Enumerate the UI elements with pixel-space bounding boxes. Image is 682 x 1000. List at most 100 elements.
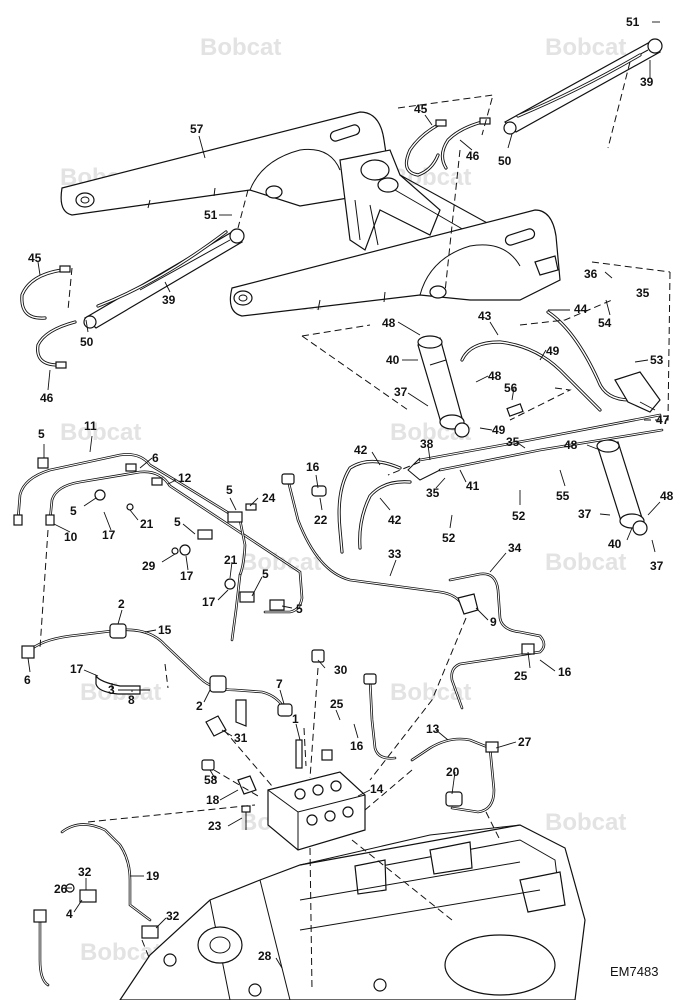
callout-1: 1 — [292, 712, 299, 726]
hoses-42 — [337, 459, 412, 554]
callout-40: 40 — [608, 537, 622, 551]
callout-44: 44 — [574, 302, 588, 316]
callout-48: 48 — [488, 369, 502, 383]
callout-49: 49 — [546, 344, 560, 358]
callout-5: 5 — [38, 427, 45, 441]
callout-41: 41 — [466, 479, 480, 493]
callout-16: 16 — [558, 665, 572, 679]
callout-54: 54 — [598, 316, 612, 330]
callout-34: 34 — [508, 541, 522, 555]
callout-51: 51 — [204, 208, 218, 222]
callout-10: 10 — [64, 530, 78, 544]
callout-15: 15 — [158, 623, 172, 637]
leader-lines — [27, 21, 661, 969]
tube-33-34 — [281, 473, 546, 710]
callout-33: 33 — [388, 547, 402, 561]
hoses-45-46-top — [404, 117, 491, 177]
callout-46: 46 — [40, 391, 54, 405]
callout-16: 16 — [306, 460, 320, 474]
callout-20: 20 — [446, 765, 460, 779]
callout-32: 32 — [166, 909, 180, 923]
callout-4: 4 — [66, 907, 73, 921]
callout-23: 23 — [208, 819, 222, 833]
callout-36: 36 — [584, 267, 598, 281]
callout-9: 9 — [490, 615, 497, 629]
callout-50: 50 — [498, 154, 512, 168]
watermark: Bobcat — [60, 419, 141, 446]
callout-45: 45 — [28, 251, 42, 265]
callout-42: 42 — [388, 513, 402, 527]
lift-arm-pivot — [339, 149, 501, 251]
callout-43: 43 — [478, 309, 492, 323]
callout-5: 5 — [226, 483, 233, 497]
callout-labels: 57 51 39 50 46 45 51 39 50 45 46 36 35 5… — [24, 15, 674, 963]
callout-35: 35 — [636, 286, 650, 300]
callout-39: 39 — [640, 75, 654, 89]
callout-6: 6 — [152, 451, 159, 465]
lift-cylinder-right — [503, 38, 663, 135]
control-valve — [201, 649, 366, 851]
callout-46: 46 — [466, 149, 480, 163]
callout-21: 21 — [224, 553, 238, 567]
callout-14: 14 — [370, 782, 384, 796]
callout-5: 5 — [262, 567, 269, 581]
callout-16: 16 — [350, 739, 364, 753]
callout-51: 51 — [626, 15, 640, 29]
callout-12: 12 — [178, 471, 192, 485]
callout-37: 37 — [578, 507, 592, 521]
callout-31: 31 — [234, 731, 248, 745]
callout-19: 19 — [146, 869, 160, 883]
callout-3: 3 — [108, 683, 115, 697]
callout-7: 7 — [276, 677, 283, 691]
tube-13 — [363, 673, 499, 814]
callout-30: 30 — [334, 663, 348, 677]
callout-35: 35 — [426, 486, 440, 500]
watermark: Bobcat — [545, 809, 626, 836]
callout-21: 21 — [140, 517, 154, 531]
callout-55: 55 — [556, 489, 570, 503]
callout-26: 26 — [54, 882, 68, 896]
lift-cylinder-left — [83, 228, 245, 329]
callout-52: 52 — [512, 509, 526, 523]
callout-48: 48 — [564, 438, 578, 452]
hoses-45-46-left — [20, 265, 77, 369]
callout-53: 53 — [650, 353, 664, 367]
callout-17: 17 — [180, 569, 194, 583]
watermark: Bobcat — [545, 34, 626, 61]
callout-45: 45 — [414, 102, 428, 116]
drawing-reference-number: EM7483 — [610, 964, 658, 979]
tilt-cylinder-right — [596, 439, 648, 536]
callout-13: 13 — [426, 722, 440, 736]
tilt-cylinder-left — [417, 335, 470, 438]
callout-37: 37 — [650, 559, 664, 573]
callout-8: 8 — [128, 693, 135, 707]
callout-17: 17 — [70, 662, 84, 676]
callout-57: 57 — [190, 122, 204, 136]
callout-52: 52 — [442, 531, 456, 545]
callout-2: 2 — [118, 597, 125, 611]
callout-32: 32 — [78, 865, 92, 879]
callout-28: 28 — [258, 949, 272, 963]
callout-40: 40 — [386, 353, 400, 367]
callout-48: 48 — [660, 489, 674, 503]
callout-47: 47 — [656, 413, 670, 427]
callout-35: 35 — [506, 435, 520, 449]
watermark: Bobcat — [200, 34, 281, 61]
callout-25: 25 — [330, 697, 344, 711]
callout-37: 37 — [394, 385, 408, 399]
callout-24: 24 — [262, 491, 276, 505]
callout-56: 56 — [504, 381, 518, 395]
callout-17: 17 — [202, 595, 216, 609]
callout-58: 58 — [204, 773, 218, 787]
callout-2: 2 — [196, 699, 203, 713]
tube-bundle-left — [13, 453, 304, 642]
callout-38: 38 — [420, 437, 434, 451]
machine-frame — [119, 824, 586, 1000]
callout-27: 27 — [518, 735, 532, 749]
callout-50: 50 — [80, 335, 94, 349]
callout-17: 17 — [102, 528, 116, 542]
callout-5: 5 — [296, 602, 303, 616]
callout-5: 5 — [70, 504, 77, 518]
callout-42: 42 — [354, 443, 368, 457]
tube-15 — [21, 623, 293, 727]
